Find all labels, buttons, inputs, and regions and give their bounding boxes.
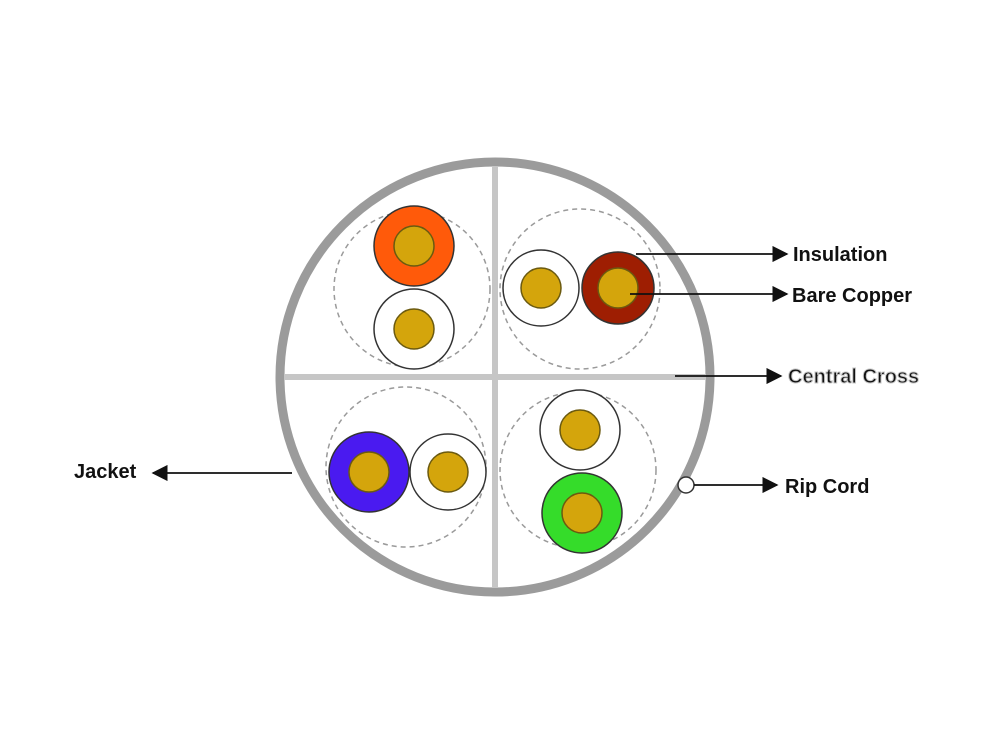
wire-orange [373, 205, 455, 287]
wire-blue [328, 431, 410, 513]
copper-core [520, 267, 562, 309]
copper-core [597, 267, 639, 309]
central-cross [284, 166, 706, 588]
wires [328, 205, 655, 554]
wire-white-orange [373, 288, 455, 370]
wire-white-brown [502, 249, 580, 327]
orange-pair-outline [333, 210, 491, 368]
wire-green [541, 472, 623, 554]
brown-pair-outline [499, 208, 661, 370]
copper-core [427, 451, 469, 493]
wire-brown [581, 251, 655, 325]
wire-white-green [539, 389, 621, 471]
callout-arrows [151, 245, 789, 494]
wire-white-blue [409, 433, 487, 511]
green-pair-outline [499, 391, 657, 549]
rip-cord [677, 476, 695, 494]
insulation-label: Insulation [793, 244, 887, 266]
copper-core [348, 451, 390, 493]
rip-cord-label: Rip Cord [785, 476, 869, 498]
bare-copper-label: Bare Copper [792, 285, 912, 307]
jacket-label: Jacket [74, 461, 137, 483]
copper-core [393, 308, 435, 350]
copper-core [561, 492, 603, 534]
copper-core [559, 409, 601, 451]
copper-core [393, 225, 435, 267]
central-cross-label: Central Cross [788, 366, 919, 388]
